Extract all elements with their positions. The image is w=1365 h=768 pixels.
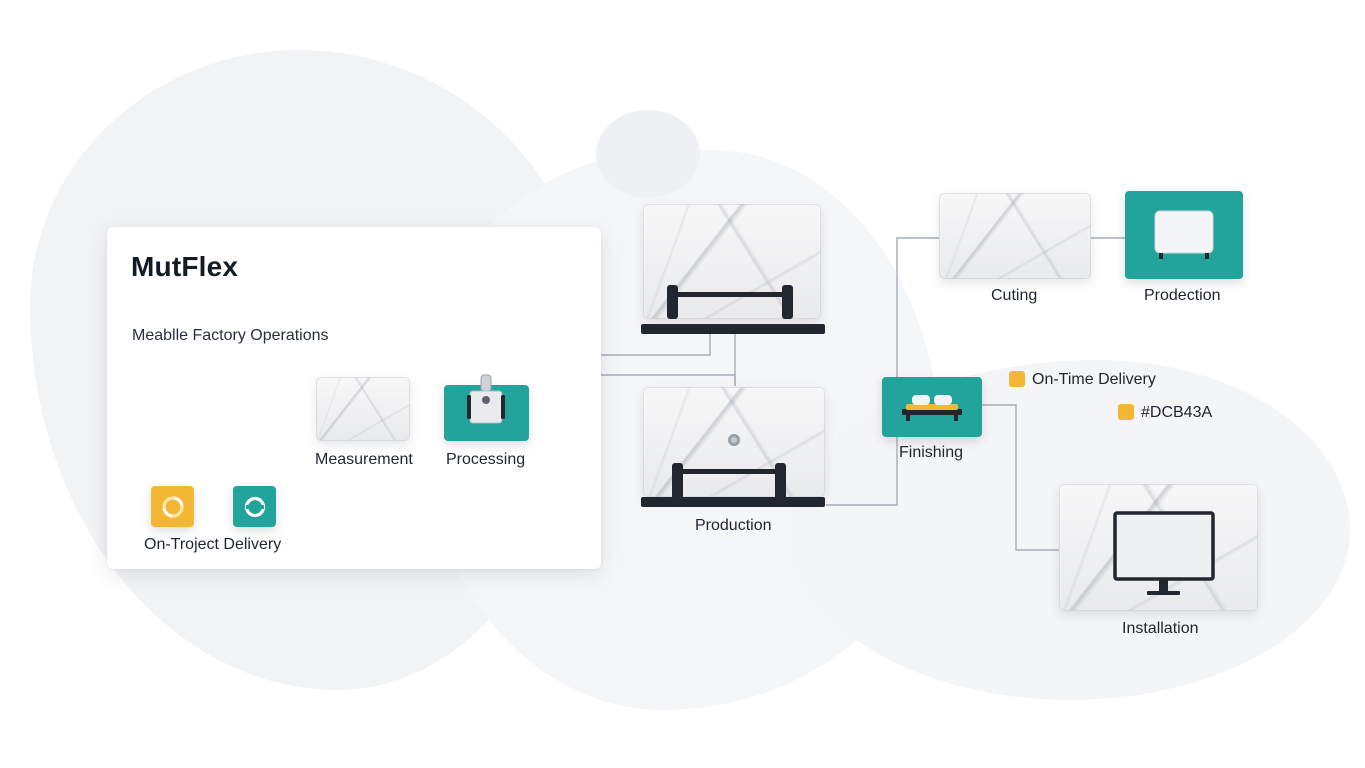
installation-label: Installation bbox=[1122, 620, 1199, 637]
knob-icon bbox=[728, 434, 740, 446]
processing-node[interactable] bbox=[444, 374, 529, 441]
measurement-label: Measurement bbox=[315, 451, 413, 468]
background-blob bbox=[596, 110, 700, 198]
measurement-node[interactable] bbox=[316, 377, 410, 441]
subtitle: Meablle Factory Operations bbox=[132, 327, 329, 344]
production-base-bottom bbox=[641, 497, 825, 507]
cycle-icon bbox=[244, 496, 265, 517]
delivery-amber-node[interactable] bbox=[151, 486, 194, 527]
legend-on-time-label: On-Time Delivery bbox=[1032, 371, 1156, 388]
bed-icon bbox=[902, 395, 962, 421]
connector-split-lower bbox=[578, 374, 736, 386]
legend-swatch-code bbox=[1118, 404, 1134, 420]
processing-label: Processing bbox=[446, 451, 526, 468]
refresh-icon bbox=[161, 495, 184, 518]
finishing-label: Finishing bbox=[899, 444, 964, 461]
monitor-icon bbox=[1113, 511, 1215, 595]
production-label: Production bbox=[695, 517, 772, 534]
sofa-icon bbox=[1154, 210, 1214, 259]
legend-code-label: #DCB43A bbox=[1141, 404, 1213, 421]
legend-swatch-on-time bbox=[1009, 371, 1025, 387]
prodection-node[interactable] bbox=[1125, 191, 1243, 279]
brand-title: MutFlex bbox=[131, 251, 239, 282]
cutting-label: Cuting bbox=[991, 287, 1038, 304]
cutting-node[interactable] bbox=[939, 193, 1091, 279]
machine-icon bbox=[467, 374, 505, 424]
connector-finishing-cutting bbox=[896, 237, 939, 377]
finishing-node[interactable] bbox=[882, 377, 982, 437]
connector-production-finishing bbox=[826, 437, 898, 506]
installation-node[interactable] bbox=[1059, 484, 1258, 611]
delivery-teal-node[interactable] bbox=[233, 486, 276, 527]
prodection-label: Prodection bbox=[1144, 287, 1221, 304]
delivery-label: On-Troject Delivery bbox=[144, 536, 282, 553]
connector-finishing-installation bbox=[982, 404, 1059, 551]
production-base-top bbox=[641, 324, 825, 334]
